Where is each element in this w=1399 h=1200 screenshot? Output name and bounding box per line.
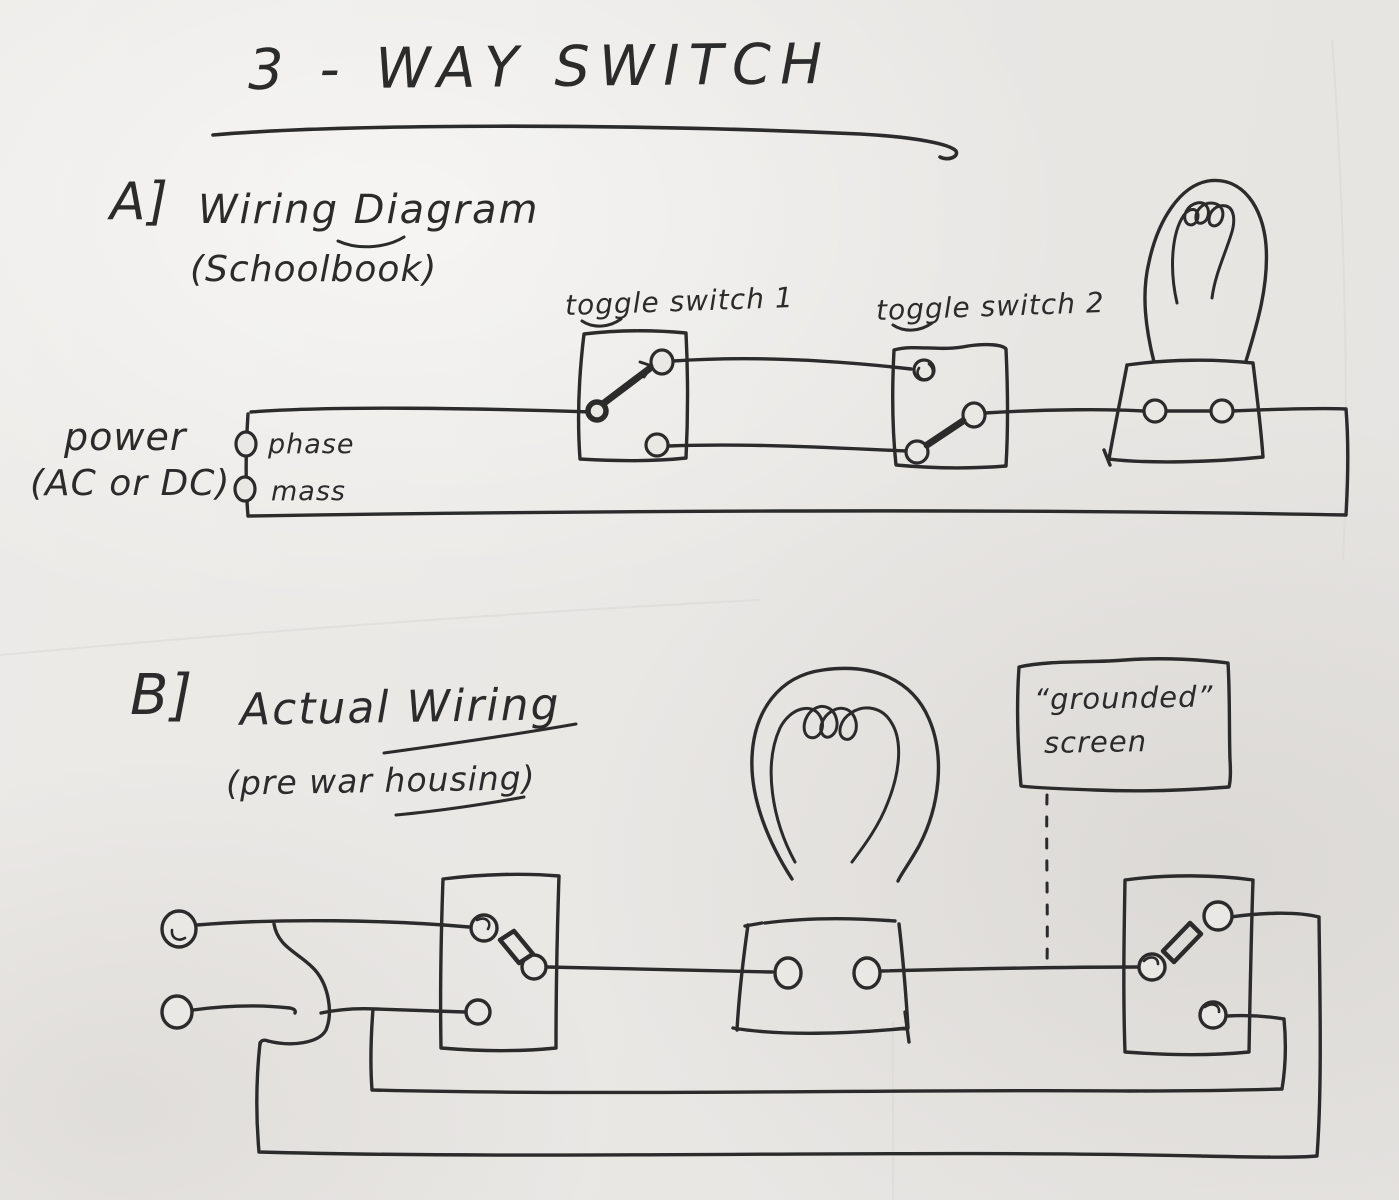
switch-b1-lever [497, 928, 536, 966]
light-bulb-a-outline [1102, 178, 1269, 467]
power-label: power [64, 415, 187, 459]
terminals-a [233, 348, 1235, 503]
toggle-switch-box-b1 [438, 872, 561, 1053]
switch-b1-top-terminal [469, 913, 499, 943]
crease-line [0, 599, 761, 656]
title-underline [211, 124, 959, 161]
section-b-drawing [160, 657, 1322, 1159]
bulb-a-left-terminal [1142, 398, 1168, 424]
switch2-bottom-terminal [904, 439, 930, 465]
switch1-lever [600, 365, 653, 407]
power-type-label: (AC or DC) [30, 463, 231, 504]
switch2-common-terminal [961, 401, 987, 429]
crease-line [1331, 39, 1347, 561]
section-a-drawing [211, 124, 1350, 518]
switch1-top-terminal [649, 348, 675, 376]
bulb-b-left-terminal [773, 956, 803, 990]
page-title: 3 - WAY SWITCH [247, 31, 832, 104]
switch-b2-top-terminal [1202, 900, 1234, 932]
toggle-switch-2-box [891, 342, 1010, 470]
toggle-switch-2-label: toggle switch 2 [875, 286, 1106, 327]
section-a-subheading: (Schoolbook) [190, 249, 438, 290]
switch-b1-bottom-terminal [464, 998, 492, 1026]
toggle-switch-box-b2 [1122, 874, 1255, 1057]
section-b-tag: B] [130, 663, 195, 728]
section-b-heading: Actual Wiring [239, 679, 561, 736]
handwriting-flourishes [336, 235, 934, 332]
light-bulb-b-outline [731, 666, 941, 1044]
power-terminal-bottom [160, 994, 194, 1030]
section-a-heading: Wiring Diagram [198, 187, 540, 233]
mass-terminal-label: mass [271, 476, 346, 507]
grounded-screen-label-line1: “grounded” [1033, 679, 1214, 717]
bulb-a-right-terminal [1209, 398, 1235, 424]
grounded-screen-box [1015, 657, 1233, 793]
light-bulb-a-filament [1171, 201, 1236, 305]
switch1-bottom-terminal [644, 432, 670, 458]
switch-levers-b [497, 920, 1204, 966]
terminal-pen-curls [170, 917, 1221, 1014]
switch-b2-lever [1160, 920, 1204, 965]
phase-terminal-label: phase [268, 429, 355, 460]
section-b-subheading: (pre war housing) [225, 758, 536, 803]
wires-b [191, 911, 1322, 1159]
grounded-screen-label-line2: screen [1043, 724, 1148, 760]
switch1-common-terminal [585, 399, 609, 423]
grounded-screen-dashed-lead [1045, 793, 1049, 968]
power-terminal-top [160, 909, 198, 949]
spiral-curl [916, 362, 935, 381]
crease-line [891, 1021, 895, 1200]
section-a-tag: A] [110, 172, 170, 232]
light-bulb-b-filament [769, 705, 901, 864]
bulb-b-right-terminal [852, 956, 882, 990]
switch-levers-a [600, 365, 967, 449]
switch1-lever-arrow [638, 360, 654, 379]
phase-terminal [234, 430, 258, 458]
handwriting-flourishes-b [382, 722, 578, 817]
wires-a [244, 357, 1350, 518]
switch-b2-bottom-terminal [1198, 1000, 1228, 1030]
toggle-switch-1-box [576, 329, 690, 463]
switch2-lever [923, 417, 967, 449]
toggle-switch-1-label: toggle switch 1 [564, 281, 795, 322]
mass-terminal [233, 475, 257, 503]
